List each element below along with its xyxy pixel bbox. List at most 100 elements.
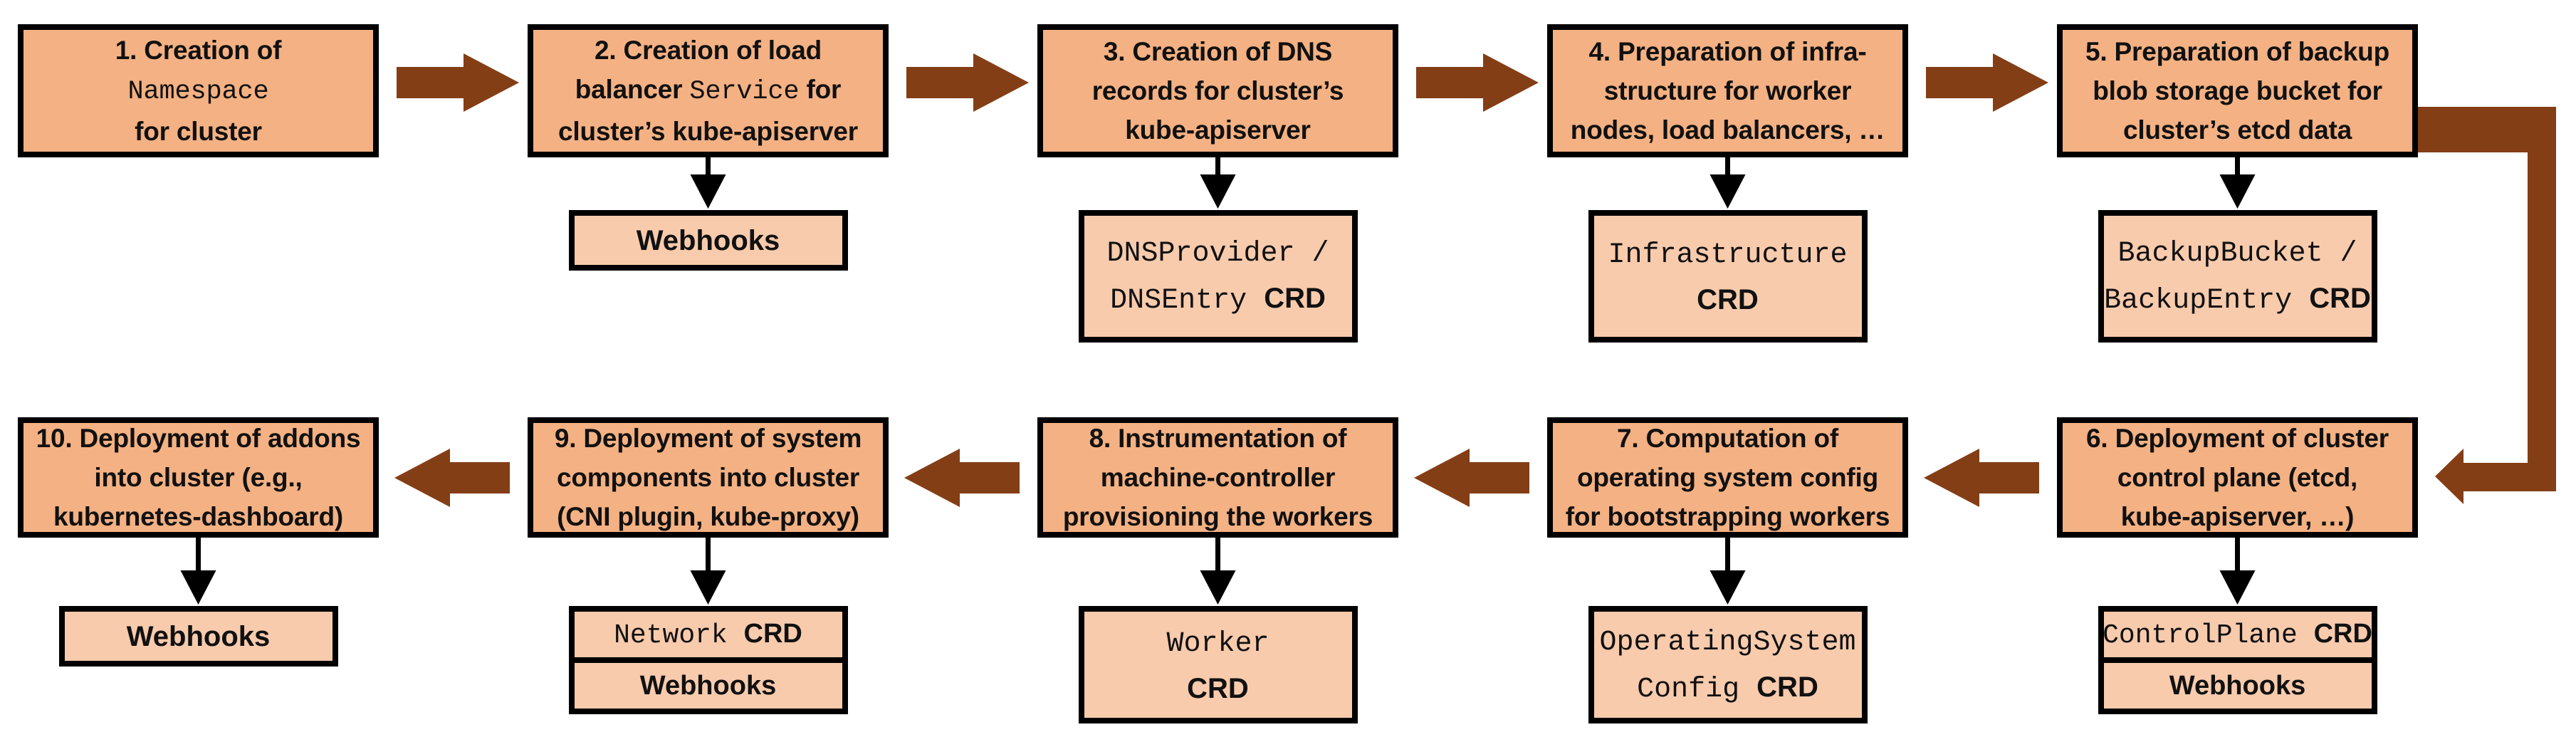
step-5-backup-crd-box: BackupBucket / BackupEntry CRD	[2098, 210, 2377, 343]
step-9-webhooks-row: Webhooks	[568, 657, 848, 714]
step-9-box: 9. Deployment of system components into c…	[528, 417, 889, 538]
label-text: records for cluster’s	[1091, 76, 1344, 105]
label-text: CRD	[1187, 672, 1249, 704]
step-3-dns-crd-box: DNSProvider /DNSEntry CRD	[1078, 210, 1358, 343]
text-line: BackupEntry CRD	[2104, 276, 2371, 323]
step-10-box: 10. Deployment of addons into cluster (e.…	[18, 417, 379, 538]
text-line: components into cluster	[557, 458, 859, 497]
text-line: Network CRD	[614, 619, 802, 651]
label-text: control plane (etcd,	[2117, 463, 2358, 492]
label-text: Webhooks	[636, 224, 780, 256]
label-text: cluster’s kube-apiserver	[558, 117, 858, 146]
label-text: 4. Preparation of infra-	[1588, 37, 1867, 66]
text-line: 2. Creation of load	[595, 31, 822, 70]
code-text: ControlPlane	[2103, 620, 2314, 651]
label-text: 5. Preparation of backup	[2085, 37, 2389, 66]
text-line: 7. Computation of	[1617, 419, 1838, 458]
text-line: DNSProvider /	[1106, 229, 1329, 276]
code-text: Network	[614, 620, 744, 651]
text-line: kube-apiserver	[1125, 110, 1311, 150]
text-line: nodes, load balancers, …	[1571, 110, 1885, 150]
flow-arrow-9-8	[904, 449, 1020, 507]
connector-arrow-step-10	[180, 538, 216, 605]
step-2-box: 2. Creation of load balancer Service for c…	[528, 24, 889, 157]
text-line: ControlPlane CRD	[2103, 619, 2372, 651]
code-text: Service	[689, 77, 800, 107]
flow-arrow-1-2	[397, 53, 519, 112]
connector-arrow-step-3	[1200, 157, 1236, 209]
label-text: kube-apiserver, …)	[2120, 502, 2355, 531]
step-5-box: 5. Preparation of backup blob storage buc…	[2057, 24, 2418, 157]
code-text: BackupEntry	[2104, 285, 2310, 317]
connector-arrow-step-9	[690, 538, 726, 605]
connector-arrow-step-2	[690, 157, 726, 209]
flow-arrow-4-5	[1926, 53, 2048, 112]
text-line: Webhooks	[640, 671, 776, 701]
label-text: Webhooks	[639, 670, 777, 701]
text-line: CRD	[1187, 667, 1249, 711]
label-text: for bootstrapping workers	[1565, 502, 1890, 531]
label-text: 8. Instrumentation of	[1089, 424, 1347, 453]
flow-arrow-2-3	[906, 53, 1029, 112]
label-text: components into cluster	[556, 463, 860, 492]
label-text: Webhooks	[126, 620, 271, 652]
label-text: 10. Deployment of addons	[36, 424, 361, 453]
code-text: DNSProvider /	[1106, 238, 1329, 270]
text-line: 8. Instrumentation of	[1089, 419, 1347, 458]
step-6-controlplane-crd-row: ControlPlane CRD	[2098, 606, 2377, 663]
text-line: control plane (etcd,	[2117, 458, 2357, 497]
flow-arrow-7-6	[1924, 449, 2039, 507]
step-10-webhooks-box: Webhooks	[58, 606, 338, 667]
text-line: cluster’s kube-apiserver	[558, 112, 858, 151]
label-text: (CNI plugin, kube-proxy)	[557, 502, 859, 531]
label-text: machine-controller	[1100, 463, 1336, 492]
label-text: into cluster (e.g.,	[94, 463, 303, 492]
label-text: cluster’s etcd data	[2122, 115, 2352, 145]
label-text: CRD	[743, 618, 802, 649]
text-line: Webhooks	[637, 219, 780, 263]
text-line: 3. Creation of DNS	[1104, 32, 1332, 71]
code-text: Namespace	[127, 77, 269, 107]
connector-arrow-step-4	[1710, 157, 1746, 209]
text-line: 5. Preparation of backup	[2085, 32, 2389, 71]
label-text: 9. Deployment of system	[554, 424, 862, 453]
code-text: BackupBucket /	[2117, 238, 2357, 270]
step-2-webhooks-box: Webhooks	[568, 210, 848, 271]
text-line: machine-controller	[1100, 458, 1336, 497]
step-9-network-crd-row: Network CRD	[568, 606, 848, 663]
label-text: CRD	[2309, 283, 2371, 314]
text-line: blob storage bucket for	[2093, 71, 2382, 110]
label-text: structure for worker	[1603, 76, 1852, 105]
flow-arrow-3-4	[1416, 53, 1539, 112]
text-line: structure for worker	[1604, 71, 1852, 110]
label-text: blob storage bucket for	[2093, 76, 2382, 105]
flow-arrow-10-9	[394, 449, 510, 507]
text-line: for bootstrapping workers	[1566, 497, 1890, 536]
text-line: operating system config	[1577, 458, 1878, 497]
text-line: for cluster	[135, 112, 262, 151]
connector-arrow-step-5	[2219, 157, 2256, 209]
text-line: Worker	[1166, 620, 1269, 667]
text-line: kubernetes-dashboard)	[53, 497, 343, 536]
text-line: (CNI plugin, kube-proxy)	[557, 497, 859, 536]
text-line: 9. Deployment of system	[555, 419, 862, 458]
code-text: DNSEntry	[1110, 285, 1265, 317]
text-line: 10. Deployment of addons	[36, 419, 361, 458]
code-text: OperatingSystem	[1599, 626, 1856, 659]
text-line: OperatingSystem	[1599, 618, 1855, 665]
code-text: Worker	[1166, 627, 1269, 660]
text-line: BackupBucket /	[2117, 229, 2357, 276]
label-text: balancer	[575, 75, 690, 104]
label-text: 2. Creation of load	[595, 36, 822, 65]
label-text: for	[799, 75, 842, 104]
text-line: Webhooks	[127, 615, 271, 659]
code-text: Infrastructure	[1608, 239, 1848, 271]
text-line: Infrastructure	[1608, 231, 1847, 278]
